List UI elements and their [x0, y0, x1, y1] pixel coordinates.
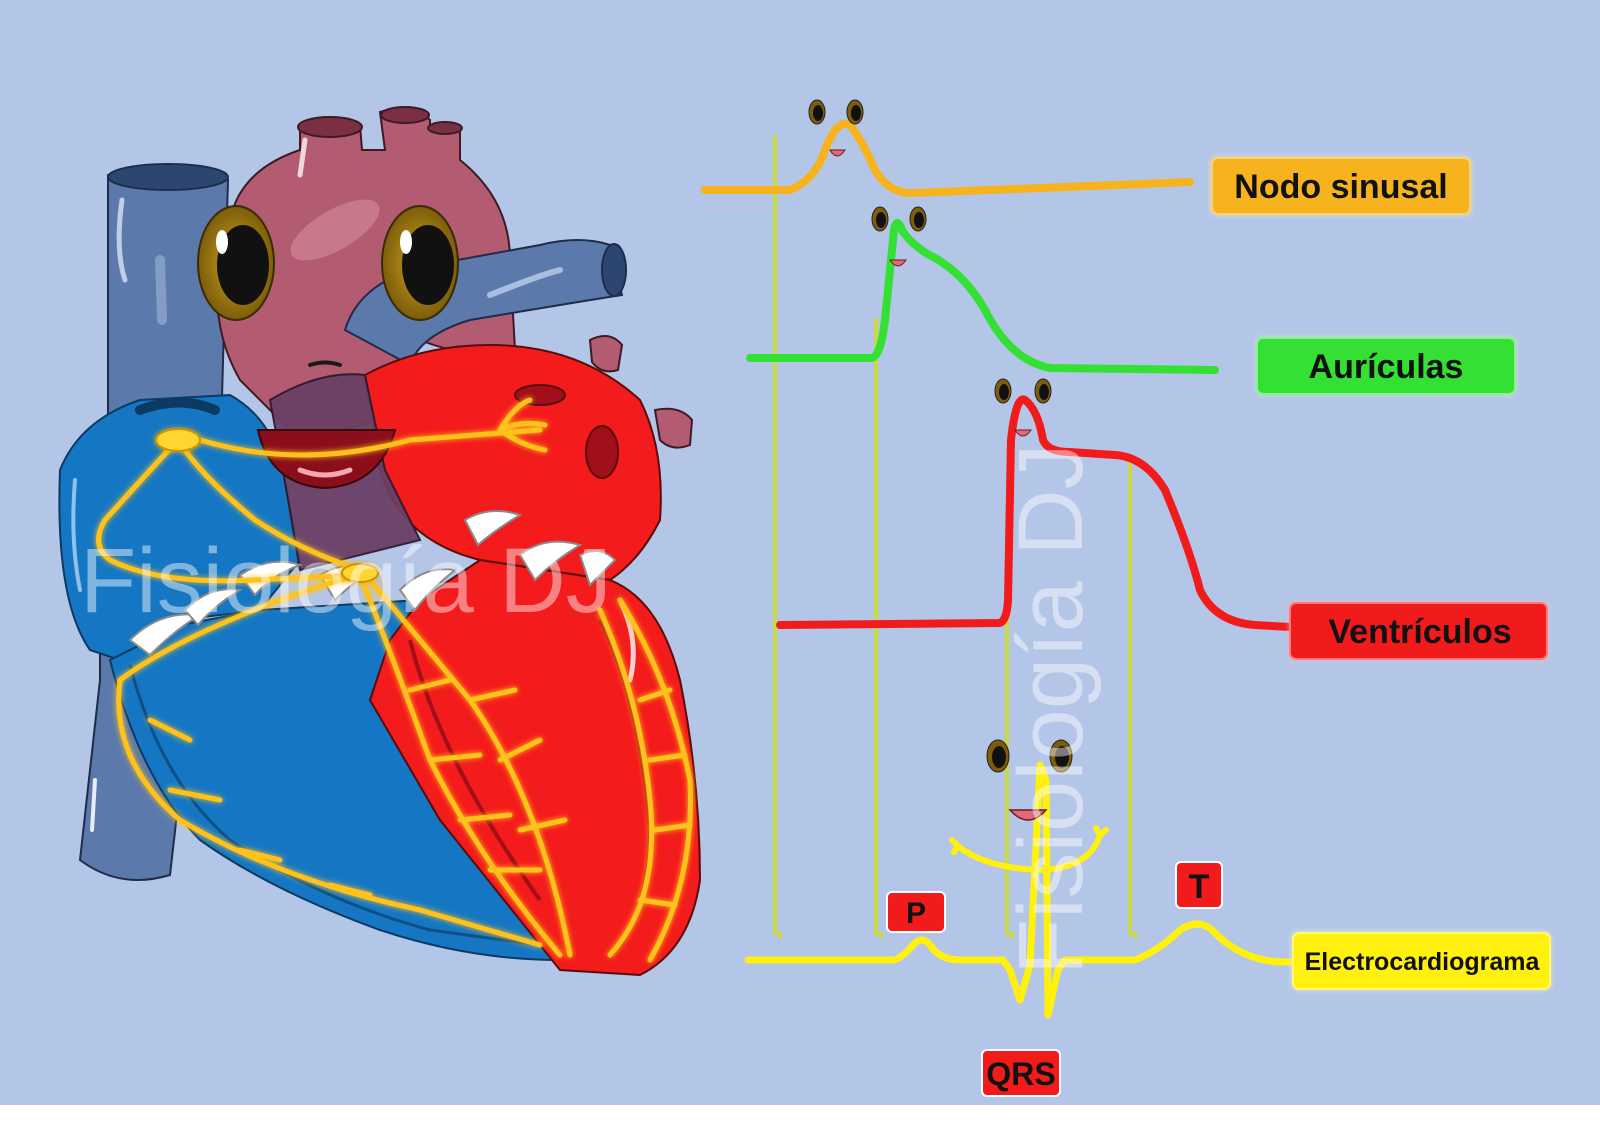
- ecg-curve: [744, 761, 1304, 1019]
- wave-label-qrs: QRS: [981, 1049, 1061, 1097]
- wave-label-t: T: [1175, 861, 1223, 909]
- label-sinus-node: Nodo sinusal: [1210, 156, 1472, 216]
- label-atria: Aurículas: [1255, 336, 1517, 396]
- watermark-horizontal: Fisiología DJ: [80, 530, 612, 632]
- label-ventricles-text: Ventrículos: [1328, 613, 1511, 651]
- sinus-node-curve: [701, 119, 1194, 198]
- left-atrium: [363, 335, 694, 582]
- wave-label-p-text: P: [906, 897, 926, 930]
- atria-curve: [746, 219, 1219, 374]
- atria-face: [871, 206, 927, 267]
- atrioventricular-node: [341, 563, 379, 583]
- sinoatrial-node: [155, 428, 201, 452]
- sinus-face: [808, 99, 864, 157]
- label-atria-text: Aurículas: [1309, 348, 1464, 386]
- heart-mouth: [256, 360, 397, 490]
- heart-valves: [128, 510, 617, 657]
- ventricles-face: [994, 378, 1052, 437]
- bottom-strip: [0, 1105, 1600, 1122]
- ecg-face: [986, 739, 1073, 821]
- label-ecg: Electrocardiograma: [1291, 931, 1552, 991]
- right-ventricle: [108, 598, 563, 962]
- wave-label-t-text: T: [1189, 868, 1210, 906]
- wave-label-qrs-text: QRS: [986, 1056, 1055, 1092]
- ventricles-curve: [776, 395, 1294, 631]
- watermark-vertical: Fisiología DJ: [1000, 443, 1102, 975]
- aorta: [216, 106, 517, 442]
- label-ecg-text: Electrocardiograma: [1305, 948, 1541, 976]
- heart-eyes: [197, 205, 459, 321]
- wave-label-p: P: [886, 891, 946, 933]
- label-sinus-node-text: Nodo sinusal: [1234, 168, 1447, 206]
- right-atrium: [58, 393, 302, 662]
- conduction-system: [96, 397, 693, 963]
- ecg-character-arms: [949, 825, 1109, 873]
- label-ventricles: Ventrículos: [1288, 601, 1549, 661]
- heart-illustration: [58, 106, 702, 977]
